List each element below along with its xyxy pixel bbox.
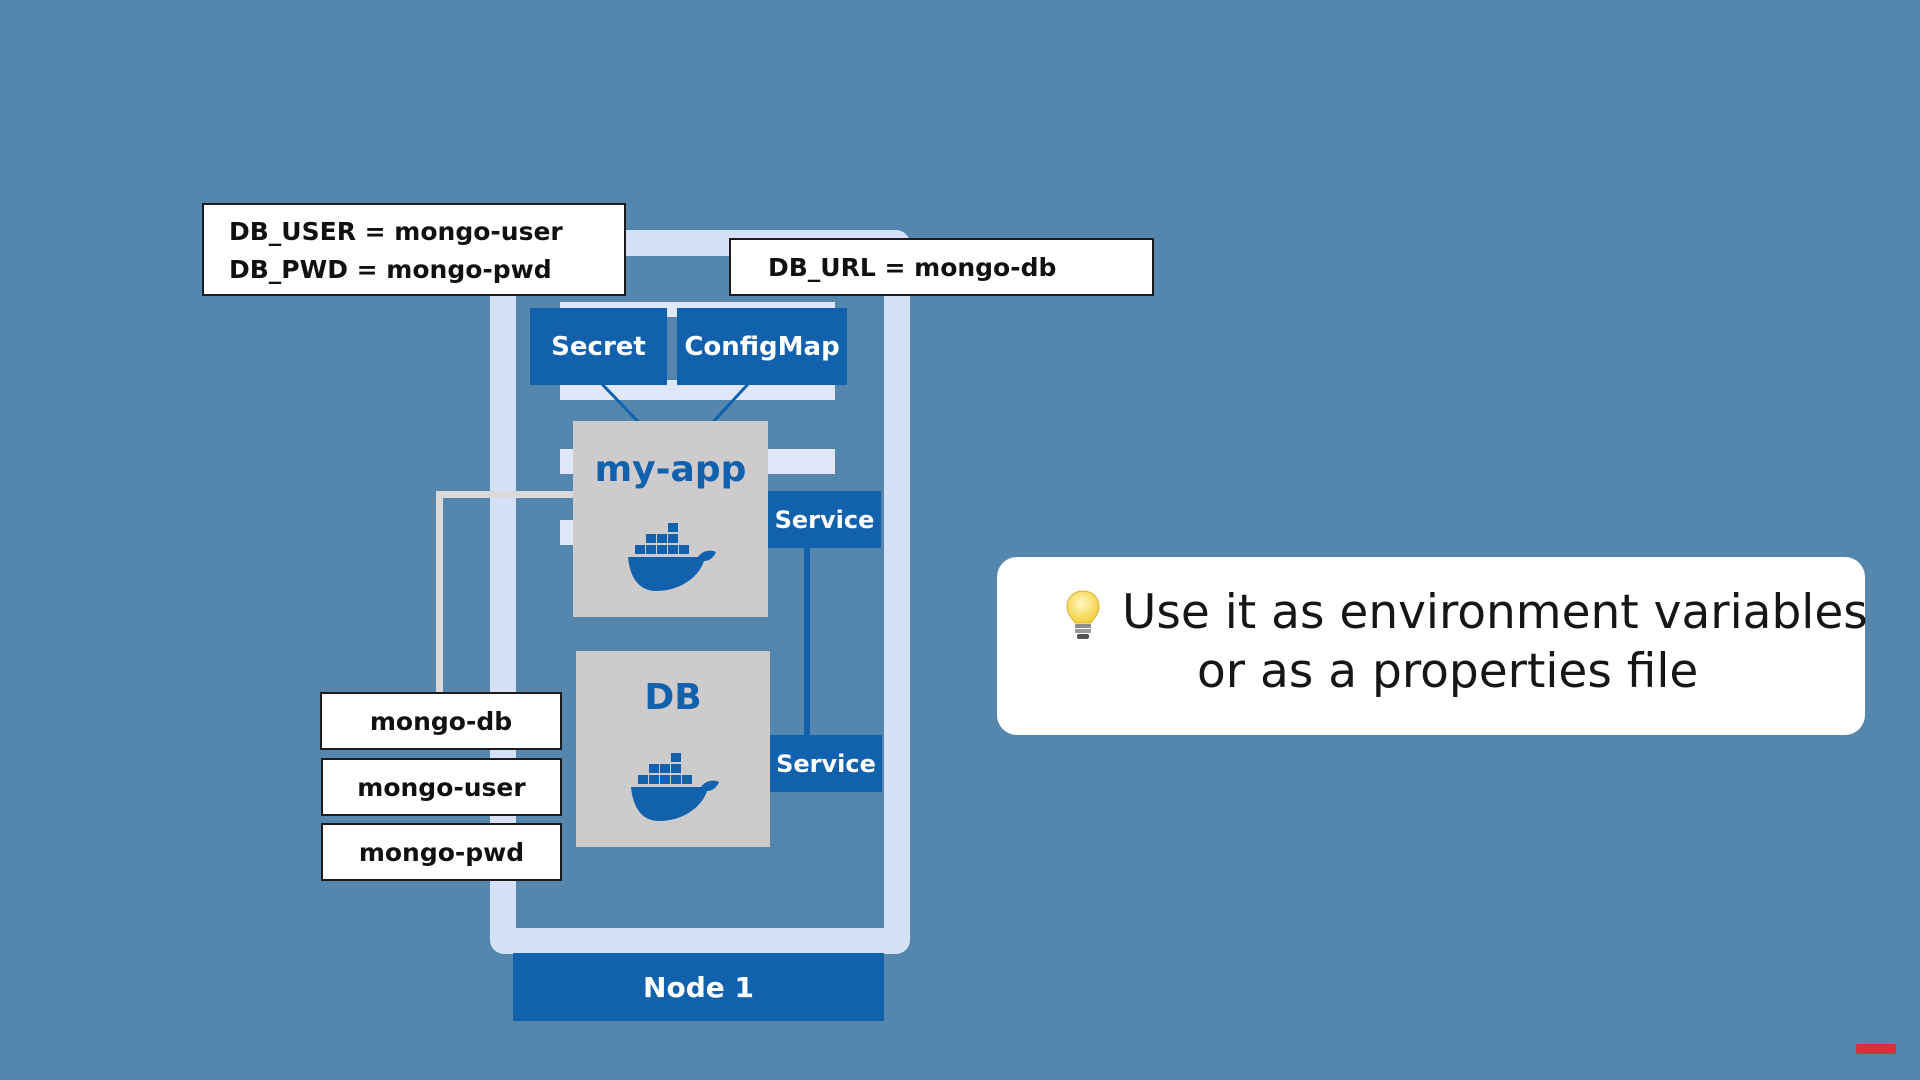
channel-watermark bbox=[1856, 1044, 1896, 1054]
docker-whale-icon bbox=[628, 523, 716, 591]
db-container: DB bbox=[576, 651, 770, 847]
service-app-box: Service bbox=[768, 491, 881, 548]
my-app-label: my-app bbox=[594, 449, 747, 490]
env-value-box: mongo-pwd bbox=[321, 823, 562, 881]
node-bar bbox=[560, 380, 835, 400]
callout-card: Use it as environment variables or as a … bbox=[997, 557, 1868, 735]
node-label: Node 1 bbox=[513, 953, 884, 1021]
secret-env-line: DB_PWD = mongo-pwd bbox=[229, 255, 552, 284]
my-app-container: my-app bbox=[573, 421, 768, 617]
secret-env-box: DB_USER = mongo-user DB_PWD = mongo-pwd bbox=[202, 203, 626, 296]
callout-line: Use it as environment variables bbox=[1122, 585, 1868, 640]
callout-line: or as a properties file bbox=[1197, 644, 1699, 699]
db-label: DB bbox=[644, 677, 702, 718]
configmap-env-box: DB_URL = mongo-db bbox=[729, 238, 1154, 296]
connector-line bbox=[436, 491, 443, 693]
secret-env-line: DB_USER = mongo-user bbox=[229, 217, 563, 246]
configmap-env-line: DB_URL = mongo-db bbox=[768, 253, 1057, 282]
secret-box: Secret bbox=[530, 308, 667, 385]
env-value-box: mongo-db bbox=[320, 692, 562, 750]
service-connector-line bbox=[804, 548, 810, 736]
connector-line bbox=[436, 491, 574, 498]
lightbulb-icon bbox=[1066, 590, 1100, 639]
env-value-box: mongo-user bbox=[321, 758, 562, 816]
configmap-box: ConfigMap bbox=[677, 308, 847, 385]
service-db-box: Service bbox=[770, 735, 882, 792]
docker-whale-icon bbox=[631, 753, 719, 821]
